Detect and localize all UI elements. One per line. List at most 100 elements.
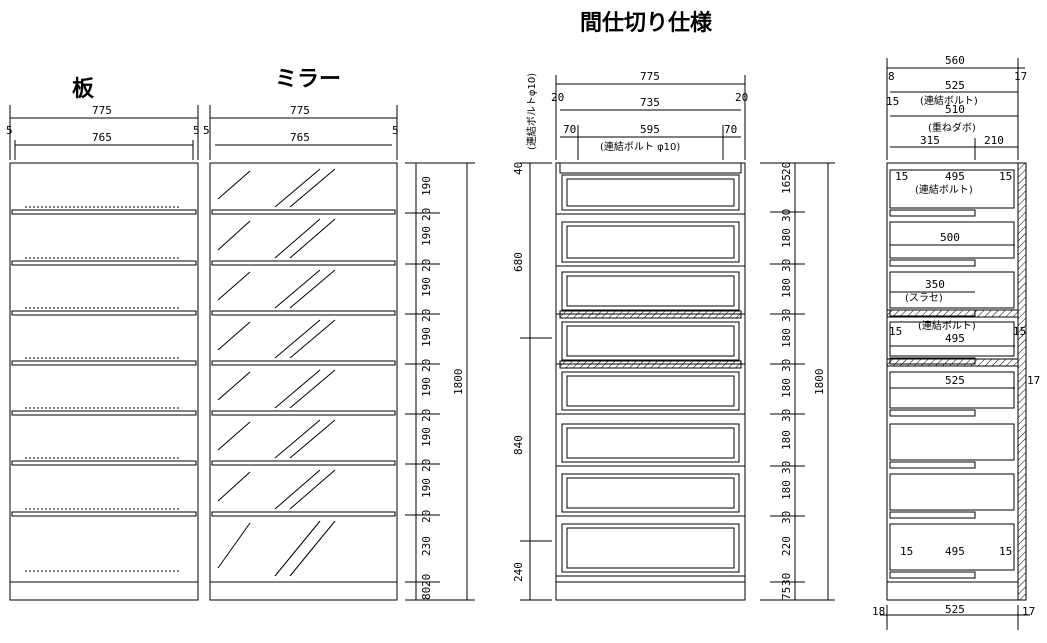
side-top-connector: (連結ボルト) [915, 183, 973, 196]
mirror-height-label: 20 [420, 359, 433, 372]
side-mid-495: 495 [945, 332, 965, 345]
page-title: 間仕切り仕様 [580, 10, 713, 36]
mirror-glare-line [289, 419, 336, 459]
side-shelf-rail [889, 309, 976, 317]
board-label: 板 [72, 77, 95, 102]
front-height-label: 20 [780, 162, 793, 175]
side-plinth [886, 581, 1019, 601]
mirror-height-label: 190 [420, 277, 433, 297]
front-drawer [561, 221, 740, 263]
side-left-8: 8 [888, 70, 895, 83]
mirror-glare-line [217, 321, 251, 351]
side-shelf-rail [889, 357, 976, 365]
mirror-height-label: 20 [420, 409, 433, 422]
side-shelf-rail [889, 571, 976, 579]
front-height-label: 30 [780, 209, 793, 222]
connector-bolt-phi-note: (連結ボルト φ10) [600, 140, 680, 153]
mirror-height-label: 190 [420, 176, 433, 196]
side-shelf-box [889, 321, 1015, 357]
mirror-shelf [211, 511, 396, 517]
mirror-height-label: 20 [420, 510, 433, 523]
mirror-glare-line [274, 269, 321, 309]
side-shelf-box [889, 473, 1015, 511]
front-height-label: 180 [780, 228, 793, 248]
front-inset-70-right: 70 [724, 123, 737, 136]
side-width-525: 525 [945, 79, 965, 92]
mirror-glare-line [289, 520, 336, 577]
mirror-total-height: 1800 [452, 369, 465, 396]
side-bottom-15-right: 15 [999, 545, 1012, 558]
front-drawer [561, 174, 740, 211]
mirror-shelf [211, 410, 396, 416]
front-top-40: 40 [512, 162, 525, 175]
front-height-label: 75 [780, 587, 793, 600]
side-mid-15-right: 15 [1013, 325, 1026, 338]
mirror-height-label: 20 [420, 309, 433, 322]
side-right-17: 17 [1014, 70, 1027, 83]
side-width-315: 315 [920, 134, 940, 147]
side-width-560: 560 [945, 54, 965, 67]
mirror-height-label: 20 [420, 459, 433, 472]
mirror-height-label: 230 [420, 536, 433, 556]
front-total-height: 1800 [813, 369, 826, 396]
side-shelf-box [889, 271, 1015, 309]
board-shelf [11, 310, 197, 316]
front-drawer-inner [566, 178, 735, 207]
mirror-height-label: 80 [420, 587, 433, 600]
front-lower-840: 840 [512, 435, 525, 455]
side-base-18: 18 [872, 605, 885, 618]
mirror-glare-line [274, 469, 321, 510]
side-dowel-note: (重ねダボ) [928, 121, 976, 134]
side-mid-connector: (連結ボルト) [918, 319, 976, 332]
side-shelf-box [889, 221, 1015, 259]
mirror-glare-line [274, 168, 321, 208]
mirror-glare-line [274, 319, 321, 359]
side-mid-15-left: 15 [889, 325, 902, 338]
front-drawer [561, 271, 740, 311]
board-shelf [11, 360, 197, 366]
board-margin-left: 5 [6, 124, 13, 137]
mirror-width-775: 775 [290, 104, 310, 117]
mirror-height-label: 190 [420, 478, 433, 498]
side-shelf-box [889, 423, 1015, 461]
front-height-label: 30 [780, 259, 793, 272]
side-shelf-rail [889, 259, 976, 267]
mirror-height-label: 190 [420, 327, 433, 347]
mirror-glare-line [217, 220, 251, 251]
mirror-shelf [211, 310, 396, 316]
side-back-17: 17 [1027, 374, 1040, 387]
front-drawer-inner [566, 375, 735, 407]
partition-front-view: (連結ボルトφ10) 775 735 20 20 595 70 70 (連結ボル… [512, 70, 748, 601]
board-view: 板 775 765 5 5 [6, 77, 200, 601]
side-shelf-box [889, 169, 1015, 209]
side-shelf-rail [889, 511, 976, 519]
mirror-shelf [211, 209, 396, 215]
mirror-glare-line [274, 419, 321, 459]
side-bottom-15-left: 15 [900, 545, 913, 558]
mirror-width-765: 765 [290, 131, 310, 144]
mirror-glare-line [274, 369, 321, 409]
front-plinth [555, 581, 746, 601]
mirror-shelf [211, 360, 396, 366]
mirror-glare-line [289, 369, 336, 409]
mirror-shelf [211, 460, 396, 466]
front-drawer [561, 523, 740, 573]
side-width-210: 210 [984, 134, 1004, 147]
front-inset-70-left: 70 [563, 123, 576, 136]
side-shelf-box [889, 523, 1015, 571]
front-hatched-shelf [559, 310, 742, 319]
front-height-label: 180 [780, 278, 793, 298]
side-depth-500: 500 [940, 231, 960, 244]
mirror-height-label: 20 [420, 259, 433, 272]
front-drawer [561, 371, 740, 411]
front-height-label: 165 [780, 174, 793, 194]
mirror-height-label: 190 [420, 226, 433, 246]
front-height-dims: 1800 20165301803018030180301803018030180… [760, 162, 835, 601]
front-width-735: 735 [640, 96, 660, 109]
mirror-shelf [211, 260, 396, 266]
front-width-775: 775 [640, 70, 660, 83]
side-top-495: 495 [945, 170, 965, 183]
side-width-510: 510 [945, 103, 965, 116]
board-shelf [11, 460, 197, 466]
front-height-label: 180 [780, 430, 793, 450]
